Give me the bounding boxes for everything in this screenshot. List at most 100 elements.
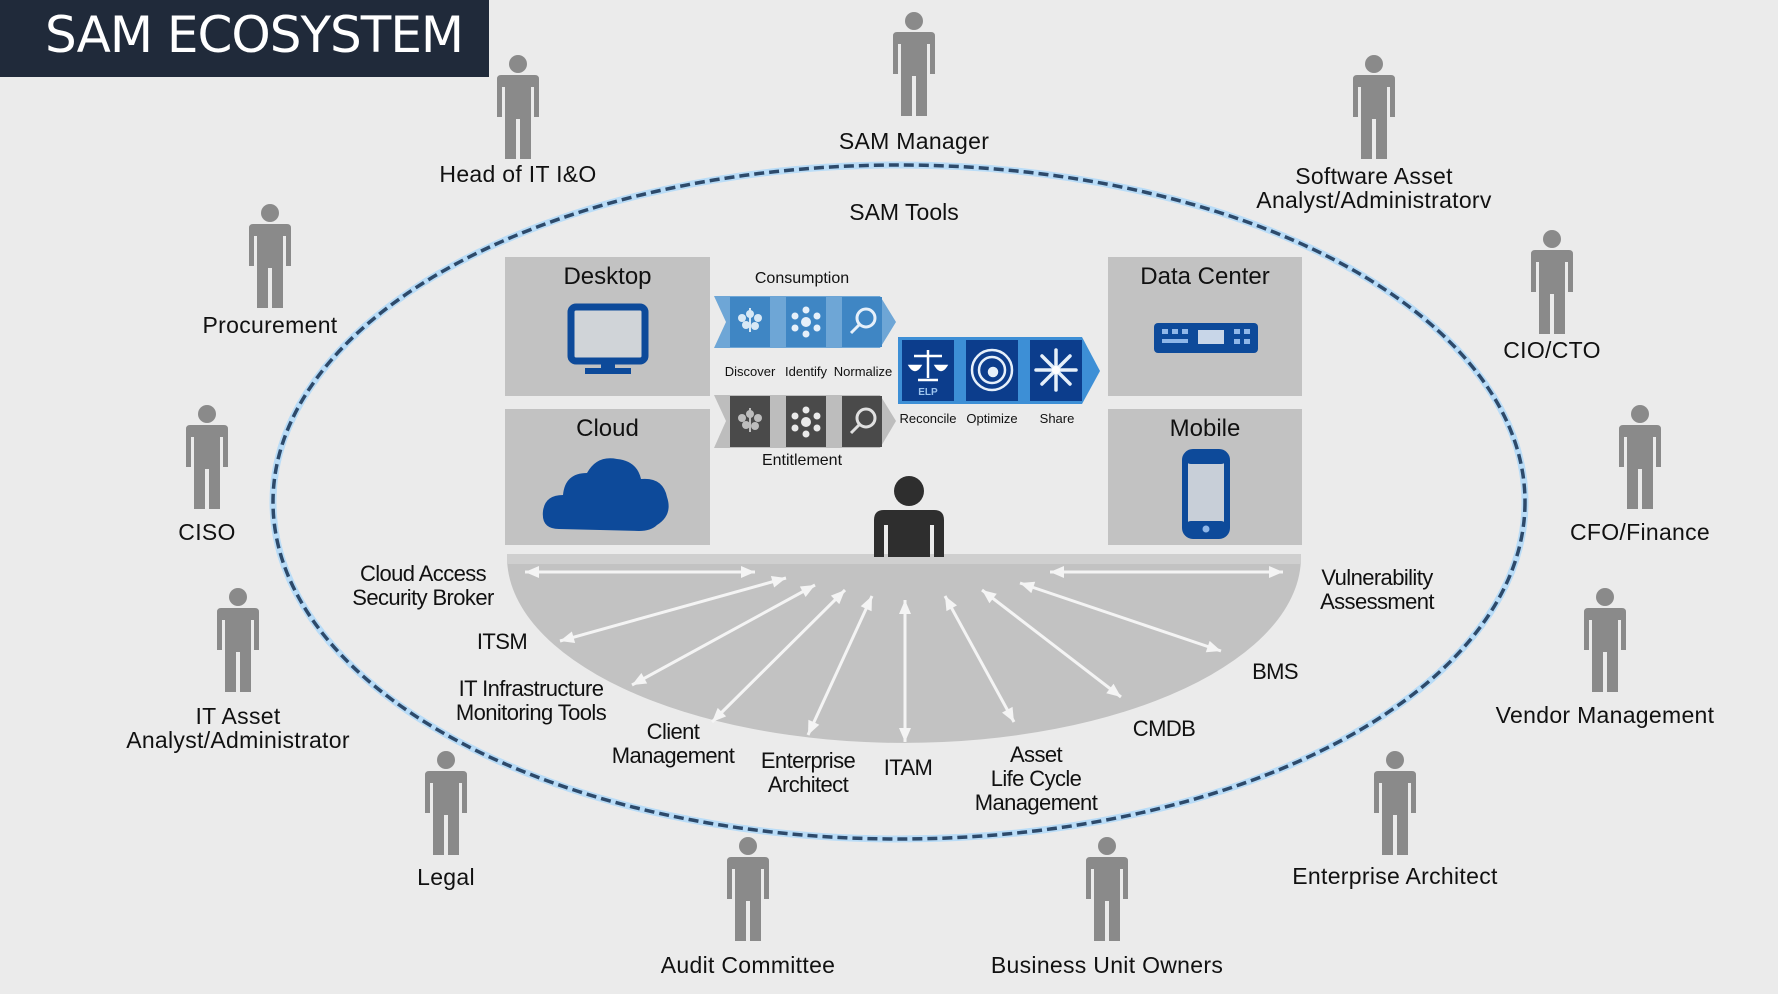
arrow-head (982, 590, 997, 604)
person-icon-business-unit-owners (1086, 837, 1128, 941)
tool-itsm: ITSM (476, 629, 528, 654)
tools-fan-top-bar (507, 554, 1301, 564)
desktop-box: Desktop (505, 257, 710, 396)
stakeholder-cio-cto: CIO/CTO (1503, 338, 1601, 362)
tool-itam: ITAM (883, 755, 933, 780)
fan-arrow (631, 583, 816, 687)
step-normalize: Normalize (833, 364, 893, 379)
fan-arrow (943, 595, 1016, 723)
data-center-box: Data Center (1108, 257, 1302, 396)
stakeholder-enterprise-architect: Enterprise Architect (1292, 864, 1497, 888)
stakeholder-label-line: Audit Committee (660, 952, 836, 978)
arrow-head (632, 673, 648, 685)
fan-arrows (525, 566, 1283, 742)
arrow-head (712, 707, 727, 722)
person-icon-software-asset-analyst (1353, 55, 1395, 159)
fan-arrow (981, 588, 1122, 699)
arrow-head (1002, 706, 1014, 722)
tool-bms: BMS (1252, 659, 1298, 684)
server-rack-icon (1154, 323, 1258, 353)
arrow-head (741, 566, 755, 578)
step-optimize: Optimize (966, 411, 1018, 426)
stakeholder-label-line: Head of IT I&O (439, 161, 597, 187)
fan-arrow (710, 588, 847, 724)
arrow-head (945, 596, 957, 612)
arrow-head (799, 585, 815, 597)
stakeholder-label-line: Procurement (202, 312, 338, 338)
step-share: Share (1039, 411, 1075, 426)
data-center-label: Data Center (1140, 263, 1270, 290)
fan-arrow (1019, 581, 1222, 653)
arrow-head (808, 719, 820, 735)
stakeholder-head-of-it: Head of IT I&O (439, 162, 596, 186)
discover-icon (738, 308, 762, 332)
mobile-box: Mobile (1108, 409, 1302, 545)
sam-tools-label: SAM Tools (849, 199, 959, 225)
stakeholder-label-line: SAM Manager (838, 128, 990, 154)
step-identify: Identify (785, 364, 827, 379)
stakeholder-label-line: Analyst/Administrator (126, 727, 350, 753)
stakeholder-label-line: Enterprise Architect (1292, 863, 1498, 889)
arrow-head (770, 575, 786, 588)
arrow-head (1269, 566, 1283, 578)
share-burst-icon (1034, 348, 1078, 392)
stakeholder-procurement: Procurement (203, 313, 338, 337)
mobile-label: Mobile (1169, 415, 1241, 442)
arrow-head (1205, 640, 1221, 653)
cloud-label: Cloud (576, 415, 639, 442)
identify-entitlement-icon (791, 406, 821, 438)
identify-icon (791, 306, 821, 338)
fan-arrow (559, 576, 787, 643)
consumption-label: Consumption (754, 270, 850, 287)
step-reconcile: Reconcile (899, 411, 957, 426)
stakeholder-legal: Legal (417, 865, 475, 889)
central-person-icon (874, 476, 944, 557)
stakeholder-label-line: Vendor Management (1495, 702, 1715, 728)
person-icon-vendor-management (1584, 588, 1626, 692)
title-banner: SAM ECOSYSTEM (0, 0, 489, 77)
desktop-label: Desktop (563, 263, 652, 290)
stakeholder-audit-committee: Audit Committee (661, 953, 836, 977)
person-icon-procurement (249, 204, 291, 308)
cloud-icon (542, 458, 669, 531)
arrow-head (830, 590, 845, 605)
stakeholder-cfo-finance: CFO/Finance (1570, 520, 1710, 544)
normalize-entitlement-icon (849, 407, 877, 435)
stakeholder-sam-manager: SAM Manager (839, 129, 989, 153)
elp-badge: ELP (918, 387, 938, 398)
person-icon-head-of-it (497, 55, 539, 159)
sam-tools-boundary (271, 163, 1527, 841)
stakeholder-label-line: CIO/CTO (1503, 337, 1601, 363)
person-icon-it-asset-analyst (217, 588, 259, 692)
arrow-head (899, 600, 911, 614)
arrow-head (1106, 683, 1121, 697)
person-icon-legal (425, 751, 467, 855)
stakeholder-business-unit-owners: Business Unit Owners (991, 953, 1223, 977)
entitlement-label: Entitlement (761, 452, 843, 469)
discover-entitlement-icon (738, 408, 762, 432)
stakeholder-label-line: Legal (417, 864, 475, 890)
person-icon-sam-manager (893, 12, 935, 116)
stakeholder-label-line: IT Asset (195, 703, 281, 729)
stakeholder-ciso: CISO (178, 520, 235, 544)
optimize-target-icon (970, 348, 1014, 392)
arrow-head (899, 728, 911, 742)
reconcile-scale-icon (907, 350, 949, 382)
page-title: SAM ECOSYSTEM (45, 6, 464, 64)
stakeholder-label-line: CFO/Finance (1569, 519, 1711, 545)
stakeholder-icons (186, 12, 1661, 941)
cloud-box: Cloud (505, 409, 710, 545)
stakeholder-label-line: Analyst/Administratorv (1256, 187, 1492, 213)
stakeholder-label-line: Software Asset (1295, 163, 1453, 189)
step-discover: Discover (724, 364, 776, 379)
person-icon-audit-committee (727, 837, 769, 941)
